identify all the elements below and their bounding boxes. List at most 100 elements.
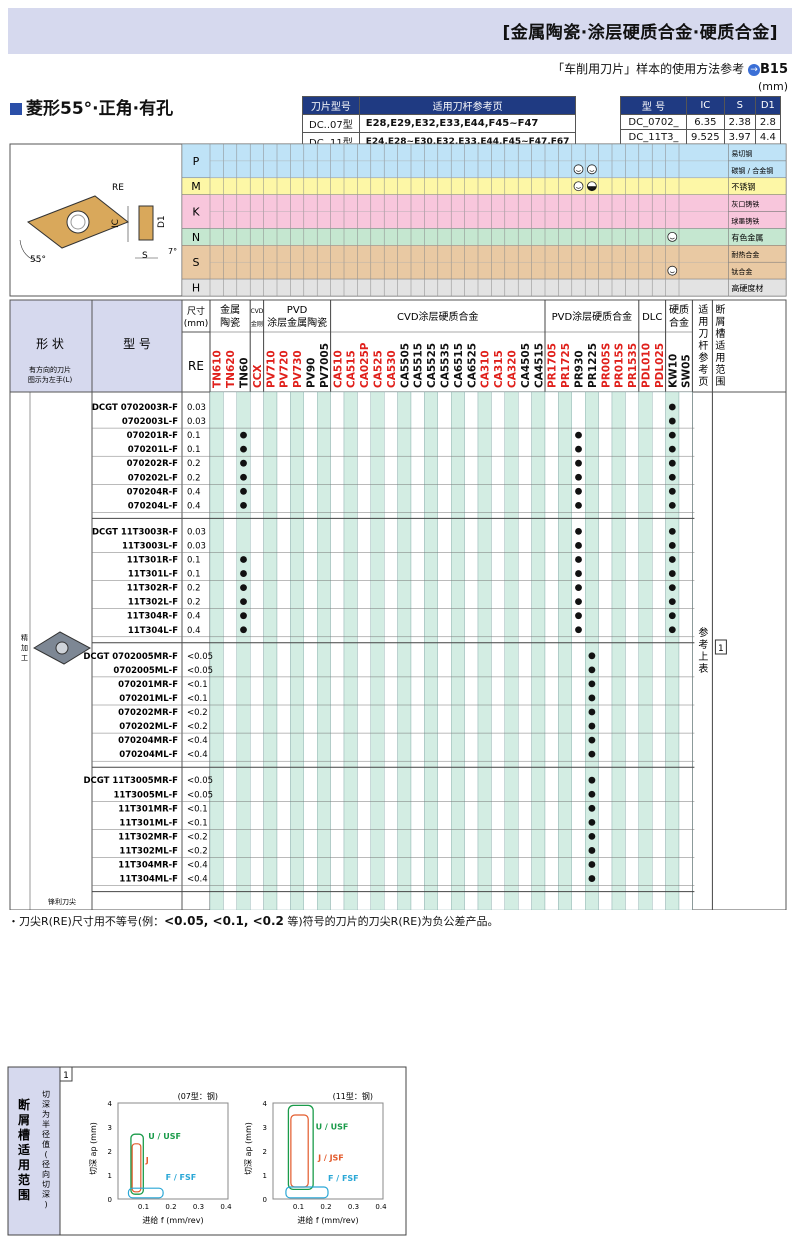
material-label: 不锈钢: [731, 182, 755, 192]
available-dot: [575, 570, 582, 577]
available-dot: [588, 804, 596, 812]
re-value: <0.4: [187, 875, 208, 885]
section-title: 菱形55°·正角·有孔: [10, 94, 173, 119]
available-dot: [240, 501, 247, 509]
grade-column: [678, 391, 693, 910]
head-holder-ref: 用: [698, 317, 708, 328]
grade-column: [343, 391, 358, 910]
head-shape: 形 状: [36, 337, 64, 351]
y-tick: 2: [108, 1148, 112, 1156]
best-icon-mouth: [589, 186, 595, 189]
grade-ca515: CA515: [346, 350, 358, 388]
grade-sw05: SW05: [681, 354, 693, 388]
grade-column: [665, 391, 680, 910]
available-dot: [240, 598, 247, 606]
available-dot: [575, 459, 582, 467]
grade-pr1225: PR1225: [587, 343, 599, 388]
re-value: 0.1: [187, 570, 201, 580]
grade-ccx: CCX: [252, 364, 264, 388]
model-code: 070201MR-F: [118, 680, 178, 690]
model-code: 11T304ML-F: [119, 875, 178, 885]
grade-ca4515: CA4515: [533, 343, 545, 388]
material-label: 易切钢: [731, 149, 752, 158]
y-tick: 4: [108, 1100, 113, 1108]
grade-tn610: TN610: [212, 350, 224, 388]
material-label: 有色金属: [731, 232, 763, 242]
reference-page[interactable]: B15: [760, 62, 788, 77]
available-dot: [668, 584, 676, 591]
grade-pr005s: PR005S: [600, 343, 612, 388]
group-label: CVD: [250, 308, 263, 315]
chip-frame: [7, 1066, 407, 1236]
available-dot: [668, 570, 676, 577]
re-value: 0.4: [187, 612, 201, 622]
head-holder-ref: 适: [698, 304, 708, 316]
head-holder-ref: 页: [698, 376, 708, 388]
chip-title-char: 适: [18, 1142, 30, 1157]
region-j: [131, 1143, 142, 1193]
grade-ca4505: CA4505: [520, 343, 532, 388]
available-dot: [668, 612, 676, 620]
x-tick: 0.2: [320, 1203, 331, 1211]
header-bar: [金属陶瓷·涂层硬质合金·硬质合金]: [8, 8, 792, 54]
grade-ca320: CA320: [507, 350, 519, 388]
model-code: 11T304R-F: [127, 612, 178, 622]
available-dot: [240, 584, 247, 591]
re-value: <0.05: [187, 776, 213, 786]
good-icon-mouth: [669, 237, 675, 240]
available-dot: [240, 612, 247, 620]
y-tick: 3: [263, 1124, 267, 1132]
y-label: 切深 ap (mm): [244, 1122, 253, 1175]
material-code-N: N: [192, 231, 200, 244]
grade-pv730: PV730: [292, 350, 304, 388]
arrow-right-icon: →: [748, 63, 760, 76]
grade-column: [477, 391, 492, 910]
material-band-H: [181, 278, 729, 297]
label-ref-above: 上: [698, 651, 708, 663]
available-dot: [588, 818, 596, 826]
available-dot: [240, 459, 247, 467]
re-value: 0.4: [187, 501, 201, 511]
grade-column: [451, 391, 465, 910]
model-code: DCGT 11T3005MR-F: [83, 776, 178, 786]
label-j: J / JSF: [317, 1154, 344, 1163]
available-dot: [588, 694, 596, 702]
group-label: PVD涂层硬质合金: [552, 310, 633, 323]
grade-ca530: CA530: [386, 350, 398, 388]
available-dot: [240, 473, 247, 481]
available-dot: [668, 528, 676, 535]
head-size: 尺寸: [187, 305, 205, 317]
x-tick: 0.3: [193, 1203, 204, 1211]
label-re: RE: [112, 183, 124, 193]
model-code: 11T304L-F: [128, 626, 178, 636]
model-code: 11T3003L-F: [122, 541, 178, 551]
grade-column: [370, 391, 385, 910]
head-chip-range: 用: [715, 353, 725, 364]
group-label: DLC: [642, 312, 662, 323]
region-f: [127, 1187, 164, 1199]
grade-column: [571, 391, 586, 910]
plot-title: (07型：钢): [178, 1091, 218, 1101]
chip-axis-char: 向: [42, 1169, 50, 1179]
grade-column: [424, 391, 438, 910]
head-holder-ref: 考: [698, 364, 708, 376]
group-label: 金刚: [251, 320, 263, 328]
model-code: 070202ML-F: [119, 722, 178, 732]
grade-column: [223, 391, 237, 910]
footnote-text1: ・刀尖R(RE)尺寸用不等号(例：: [8, 915, 165, 928]
re-value: 0.1: [187, 431, 201, 441]
chip-axis-char: ): [44, 1200, 47, 1209]
grade-pdl010: PDL010: [641, 343, 653, 388]
label-ref-above: 表: [698, 662, 708, 675]
group-label: CVD涂层硬质合金: [397, 310, 479, 323]
available-dot: [575, 487, 582, 495]
grade-column: [249, 391, 264, 910]
available-dot: [588, 861, 596, 868]
grade-ca510: CA510: [332, 350, 344, 388]
available-dot: [575, 431, 582, 439]
label-ref-above: 考: [698, 639, 708, 651]
grade-column: [317, 391, 331, 910]
chip-title-bg: [7, 1066, 61, 1236]
grade-pr930: PR930: [574, 350, 586, 388]
